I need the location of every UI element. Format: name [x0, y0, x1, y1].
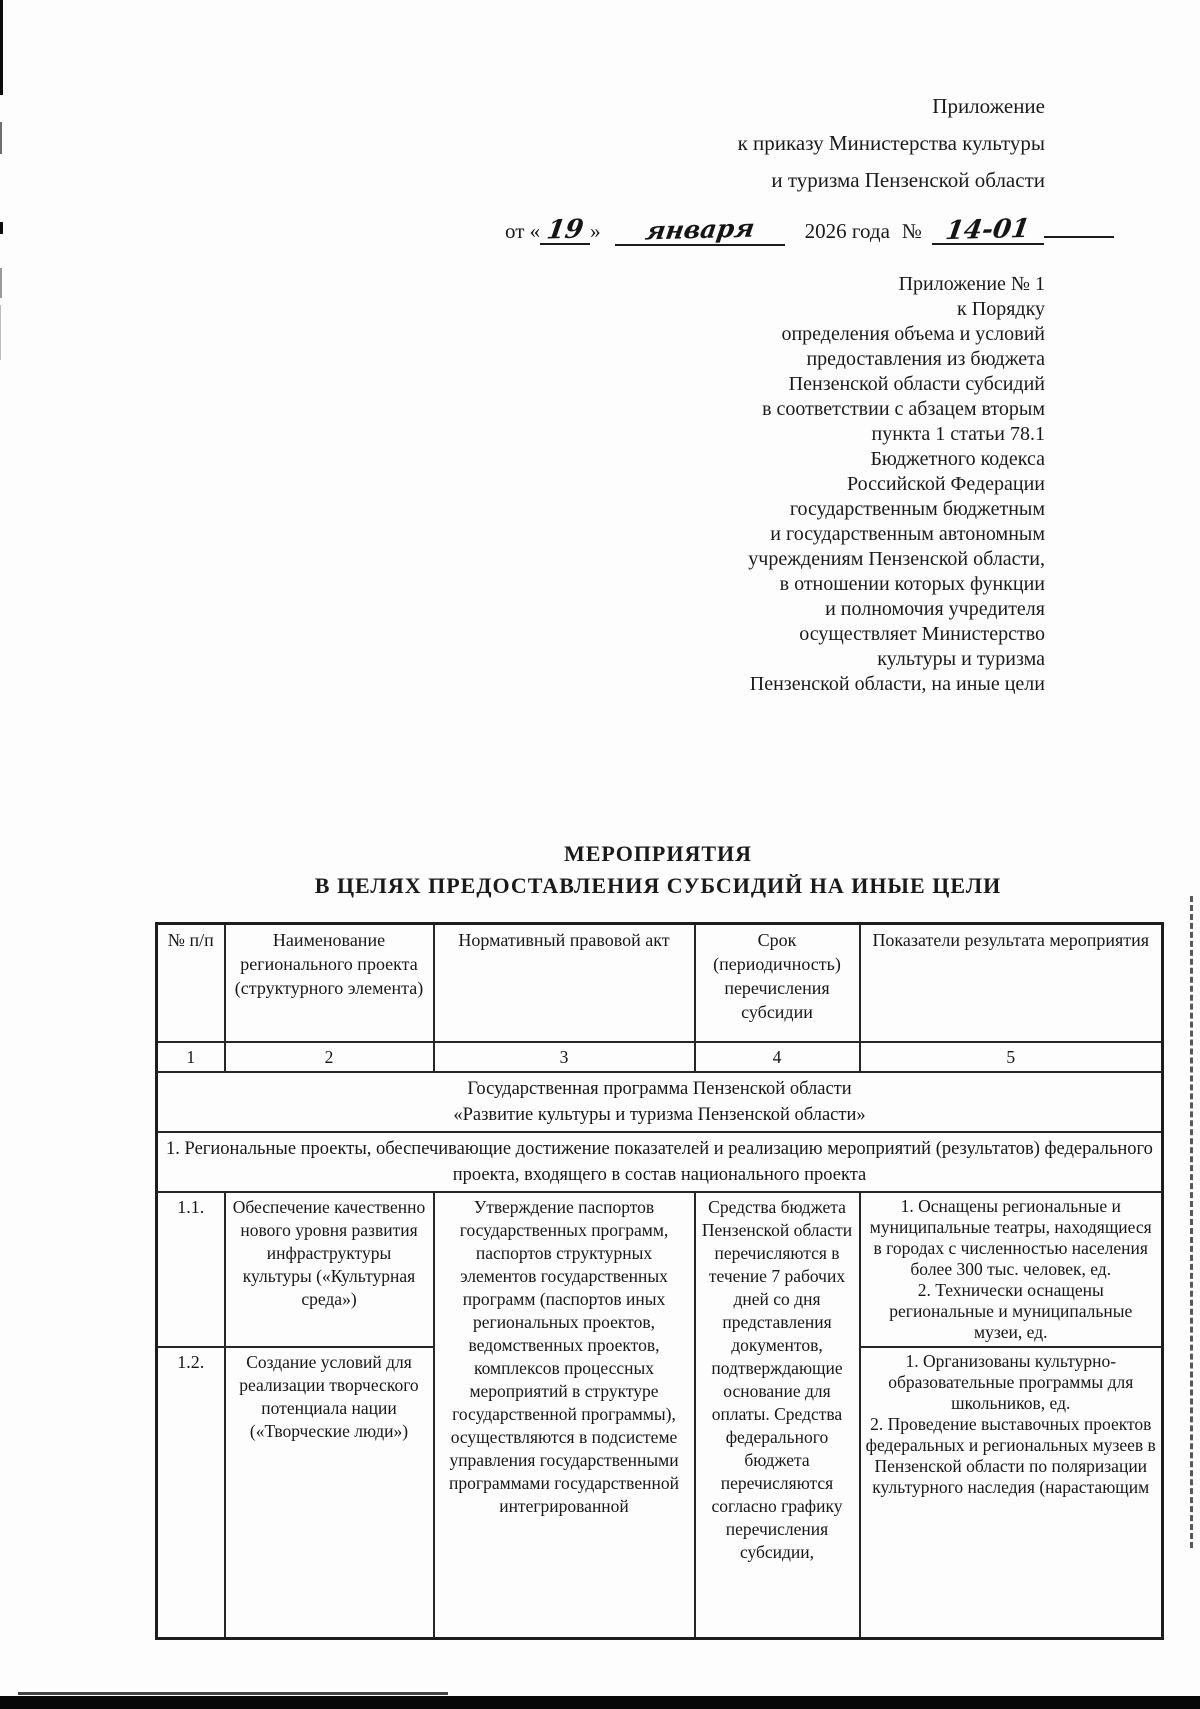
blank-underline — [1043, 210, 1114, 238]
program-title-line: «Развитие культуры и туризма Пензенской … — [453, 1104, 866, 1125]
appendix-line: к Порядку — [957, 298, 1045, 320]
order-date-line: от « 19 » января 2026 года № 14-01 — [505, 210, 1114, 246]
indicator-item: 1. Оснащены региональные и муниципальные… — [869, 1195, 1152, 1279]
col-header-normative-act: Нормативный правовой акт — [432, 922, 696, 1043]
scan-artifact-left-dash — [0, 305, 1, 360]
header-line: к приказу Министерства культуры — [737, 131, 1045, 155]
appendix-line: Пензенской области субсидий — [788, 373, 1045, 395]
table-header-row: № п/п Наименование регионального проекта… — [155, 922, 1164, 1043]
appendix-line: пункта 1 статьи 78.1 — [871, 423, 1045, 445]
column-number: 3 — [432, 1040, 696, 1073]
appendix-line: Бюджетного кодекса — [870, 448, 1045, 470]
col-header-project-name: Наименование регионального проекта (стру… — [223, 922, 435, 1043]
handwritten-month: января — [614, 213, 785, 246]
appendix-line: Приложение № 1 — [898, 273, 1045, 295]
title-line-1: МЕРОПРИЯТИЯ — [563, 841, 753, 866]
number-sign: № — [901, 219, 922, 243]
appendix-line: и полномочия учредителя — [825, 598, 1045, 620]
scan-artifact-left-dash — [0, 268, 2, 298]
date-close-quote: » — [590, 219, 601, 243]
appendix-line: государственным бюджетным — [789, 498, 1045, 520]
col-header-num: № п/п — [155, 922, 226, 1043]
scan-artifact-right-dashed-line — [1190, 896, 1193, 1548]
appendix-line: предоставления из бюджета — [806, 348, 1045, 370]
document-title: МЕРОПРИЯТИЯ В ЦЕЛЯХ ПРЕДОСТАВЛЕНИЯ СУБСИ… — [155, 838, 1161, 902]
header-line: Приложение — [932, 94, 1045, 118]
date-year-text: 2026 года — [804, 219, 890, 243]
column-number: 5 — [858, 1040, 1164, 1073]
appendix-line: Пензенской области, на иные цели — [749, 673, 1045, 695]
handwritten-day: 19 — [540, 214, 591, 246]
title-line-2: В ЦЕЛЯХ ПРЕДОСТАВЛЕНИЯ СУБСИДИЙ НА ИНЫЕ … — [314, 873, 1002, 898]
date-prefix: от « — [505, 219, 541, 243]
indicator-item: 1. Организованы культурно-образовательны… — [888, 1350, 1134, 1413]
appendix-line: Российской Федерации — [846, 473, 1045, 495]
project-name-cell: Обеспечение качественно нового уровня ра… — [223, 1190, 435, 1348]
appendix-line: определения объема и условий — [781, 323, 1045, 345]
row-number-cell: 1.2. — [155, 1345, 226, 1640]
handwritten-day-value: 19 — [544, 214, 586, 246]
scan-artifact-bottom-smudge — [18, 1692, 448, 1695]
indicator-item: 2. Проведение выставочных проектов федер… — [865, 1413, 1156, 1497]
table-row: 1.2. Создание условий для реализации тво… — [155, 1345, 1164, 1640]
col-header-transfer-term: Срок (периодичность) перечисления субсид… — [693, 922, 861, 1043]
col-header-result-indicators: Показатели результата мероприятия — [858, 922, 1164, 1043]
scan-artifact-left-bar — [0, 0, 3, 95]
header-line: и туризма Пензенской области — [771, 168, 1045, 192]
program-title-cell: Государственная программа Пензенской обл… — [155, 1070, 1164, 1133]
handwritten-order-number: 14-01 — [931, 213, 1044, 247]
section-title-row: 1. Региональные проекты, обеспечивающие … — [155, 1130, 1164, 1193]
appendix-line: культуры и туризма — [877, 648, 1045, 670]
indicator-item: 2. Технически оснащены региональные и му… — [889, 1279, 1133, 1342]
order-appendix-header: Приложение к приказу Министерства культу… — [738, 88, 1045, 199]
appendix-line: и государственным автономным — [770, 523, 1045, 545]
project-name-cell: Создание условий для реализации творческ… — [223, 1345, 435, 1640]
column-numbers-row: 1 2 3 4 5 — [155, 1040, 1164, 1073]
indicators-cell: 1. Оснащены региональные и муниципальные… — [858, 1190, 1164, 1348]
indicators-cell: 1. Организованы культурно-образовательны… — [858, 1345, 1164, 1640]
appendix-line: в отношении которых функции — [779, 573, 1045, 595]
table-row: 1.1. Обеспечение качественно нового уров… — [155, 1190, 1164, 1640]
normative-act-cell: Утверждение паспортов государственных пр… — [432, 1190, 696, 1640]
measures-table: № п/п Наименование регионального проекта… — [155, 922, 1164, 1640]
transfer-term-cell: Средства бюджета Пензенской области пере… — [693, 1190, 861, 1640]
appendix-line: учреждениям Пензенской области, — [748, 548, 1045, 570]
handwritten-month-value: января — [643, 213, 757, 246]
section-title-cell: 1. Региональные проекты, обеспечивающие … — [155, 1130, 1164, 1193]
row-number-cell: 1.1. — [155, 1190, 226, 1348]
appendix1-header: Приложение № 1 к Порядку определения объ… — [748, 272, 1045, 697]
column-number: 4 — [693, 1040, 861, 1073]
scan-artifact-bottom-bar — [0, 1696, 1200, 1709]
scan-artifact-left-dash — [0, 122, 2, 154]
scan-artifact-left-dash — [0, 222, 3, 234]
appendix-line: в соответствии с абзацем вторым — [762, 398, 1045, 420]
program-title-line: Государственная программа Пензенской обл… — [467, 1078, 852, 1099]
program-title-row: Государственная программа Пензенской обл… — [155, 1070, 1164, 1133]
appendix-line: осуществляет Министерство — [799, 623, 1045, 645]
column-number: 2 — [223, 1040, 435, 1073]
column-number: 1 — [155, 1040, 226, 1073]
handwritten-order-number-value: 14-01 — [943, 213, 1032, 247]
